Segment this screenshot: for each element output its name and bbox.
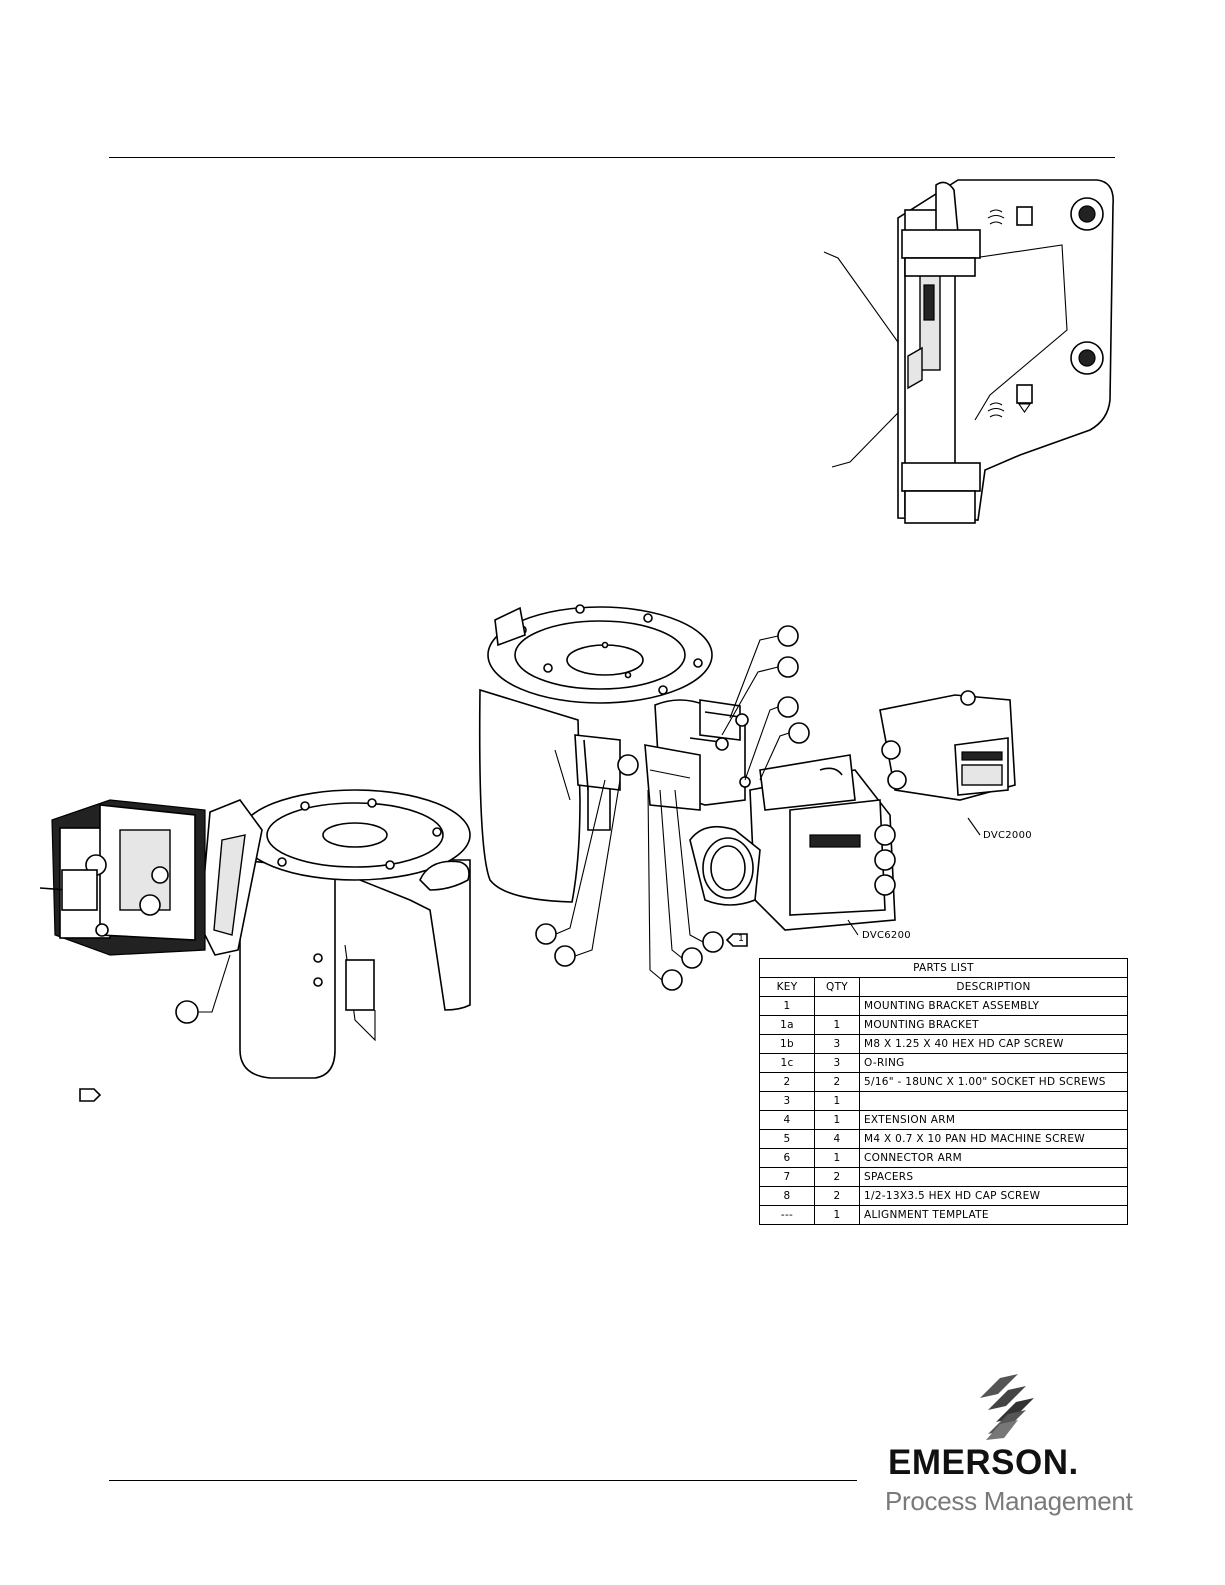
row-qty: 4: [814, 1129, 860, 1149]
row-qty: [814, 996, 860, 1016]
row-description: M8 X 1.25 X 40 HEX HD CAP SCREW: [859, 1034, 1128, 1054]
left-assembly-figure: [39, 789, 471, 1102]
row-qty: 1: [814, 1015, 860, 1035]
row-qty: 3: [814, 1053, 860, 1073]
row-qty: 1: [814, 1110, 860, 1130]
row-description: M4 X 0.7 X 10 PAN HD MACHINE SCREW: [859, 1129, 1128, 1149]
row-qty: 1: [814, 1091, 860, 1111]
emerson-logo-mark-icon: [980, 1374, 1034, 1440]
table-row: 3 1: [759, 1091, 1128, 1111]
row-description: MOUNTING BRACKET ASSEMBLY: [859, 996, 1128, 1016]
row-qty: 2: [814, 1167, 860, 1187]
row-qty: 2: [814, 1072, 860, 1092]
row-key: 6: [759, 1148, 815, 1168]
row-description: O-RING: [859, 1053, 1128, 1073]
dvc6200-label: DVC6200: [862, 930, 911, 941]
parts-list-title: PARTS LIST: [759, 958, 1128, 978]
row-key: 2: [759, 1072, 815, 1092]
table-row: --- 1 ALIGNMENT TEMPLATE: [759, 1205, 1128, 1225]
parts-list-title-row: PARTS LIST: [759, 958, 1128, 978]
header-key: KEY: [759, 977, 815, 997]
row-description: SPACERS: [859, 1167, 1128, 1187]
row-key: 1a: [759, 1015, 815, 1035]
header-qty: QTY: [814, 977, 860, 997]
row-qty: 1: [814, 1148, 860, 1168]
table-row: 5 4 M4 X 0.7 X 10 PAN HD MACHINE SCREW: [759, 1129, 1128, 1149]
row-qty: 1: [814, 1205, 860, 1225]
table-row: 1a 1 MOUNTING BRACKET: [759, 1015, 1128, 1035]
table-row: 1 MOUNTING BRACKET ASSEMBLY: [759, 996, 1128, 1016]
row-description: [859, 1091, 1128, 1111]
row-key: 5: [759, 1129, 815, 1149]
row-key: 1b: [759, 1034, 815, 1054]
header-description: DESCRIPTION: [859, 977, 1128, 997]
center-assembly-figure: [478, 604, 1016, 991]
table-row: 6 1 CONNECTOR ARM: [759, 1148, 1128, 1168]
emerson-logo-text: EMERSON.: [888, 1443, 1079, 1482]
parts-list-header-row: KEY QTY DESCRIPTION: [759, 977, 1128, 997]
row-qty: 3: [814, 1034, 860, 1054]
row-key: 4: [759, 1110, 815, 1130]
parts-list-table: PARTS LIST KEY QTY DESCRIPTION 1 MOUNTIN…: [759, 958, 1128, 1225]
table-row: 4 1 EXTENSION ARM: [759, 1110, 1128, 1130]
table-row: 2 2 5/16" - 18UNC X 1.00" SOCKET HD SCRE…: [759, 1072, 1128, 1092]
table-row: 7 2 SPACERS: [759, 1167, 1128, 1187]
row-description: MOUNTING BRACKET: [859, 1015, 1128, 1035]
row-description: CONNECTOR ARM: [859, 1148, 1128, 1168]
row-key: ---: [759, 1205, 815, 1225]
bracket-detail-figure: [823, 179, 1114, 524]
table-row: 1c 3 O-RING: [759, 1053, 1128, 1073]
row-description: ALIGNMENT TEMPLATE: [859, 1205, 1128, 1225]
row-description: 5/16" - 18UNC X 1.00" SOCKET HD SCREWS: [859, 1072, 1128, 1092]
row-key: 7: [759, 1167, 815, 1187]
header-rule: [109, 157, 1115, 158]
footer-rule: [109, 1480, 857, 1481]
row-key: 3: [759, 1091, 815, 1111]
row-description: 1/2-13X3.5 HEX HD CAP SCREW: [859, 1186, 1128, 1206]
row-qty: 2: [814, 1186, 860, 1206]
note-flag-number: 1: [738, 934, 744, 944]
row-key: 1c: [759, 1053, 815, 1073]
row-description: EXTENSION ARM: [859, 1110, 1128, 1130]
table-row: 1b 3 M8 X 1.25 X 40 HEX HD CAP SCREW: [759, 1034, 1128, 1054]
dvc2000-label: DVC2000: [983, 830, 1032, 841]
row-key: 1: [759, 996, 815, 1016]
table-row: 8 2 1/2-13X3.5 HEX HD CAP SCREW: [759, 1186, 1128, 1206]
row-key: 8: [759, 1186, 815, 1206]
process-management-text: Process Management: [885, 1486, 1133, 1516]
